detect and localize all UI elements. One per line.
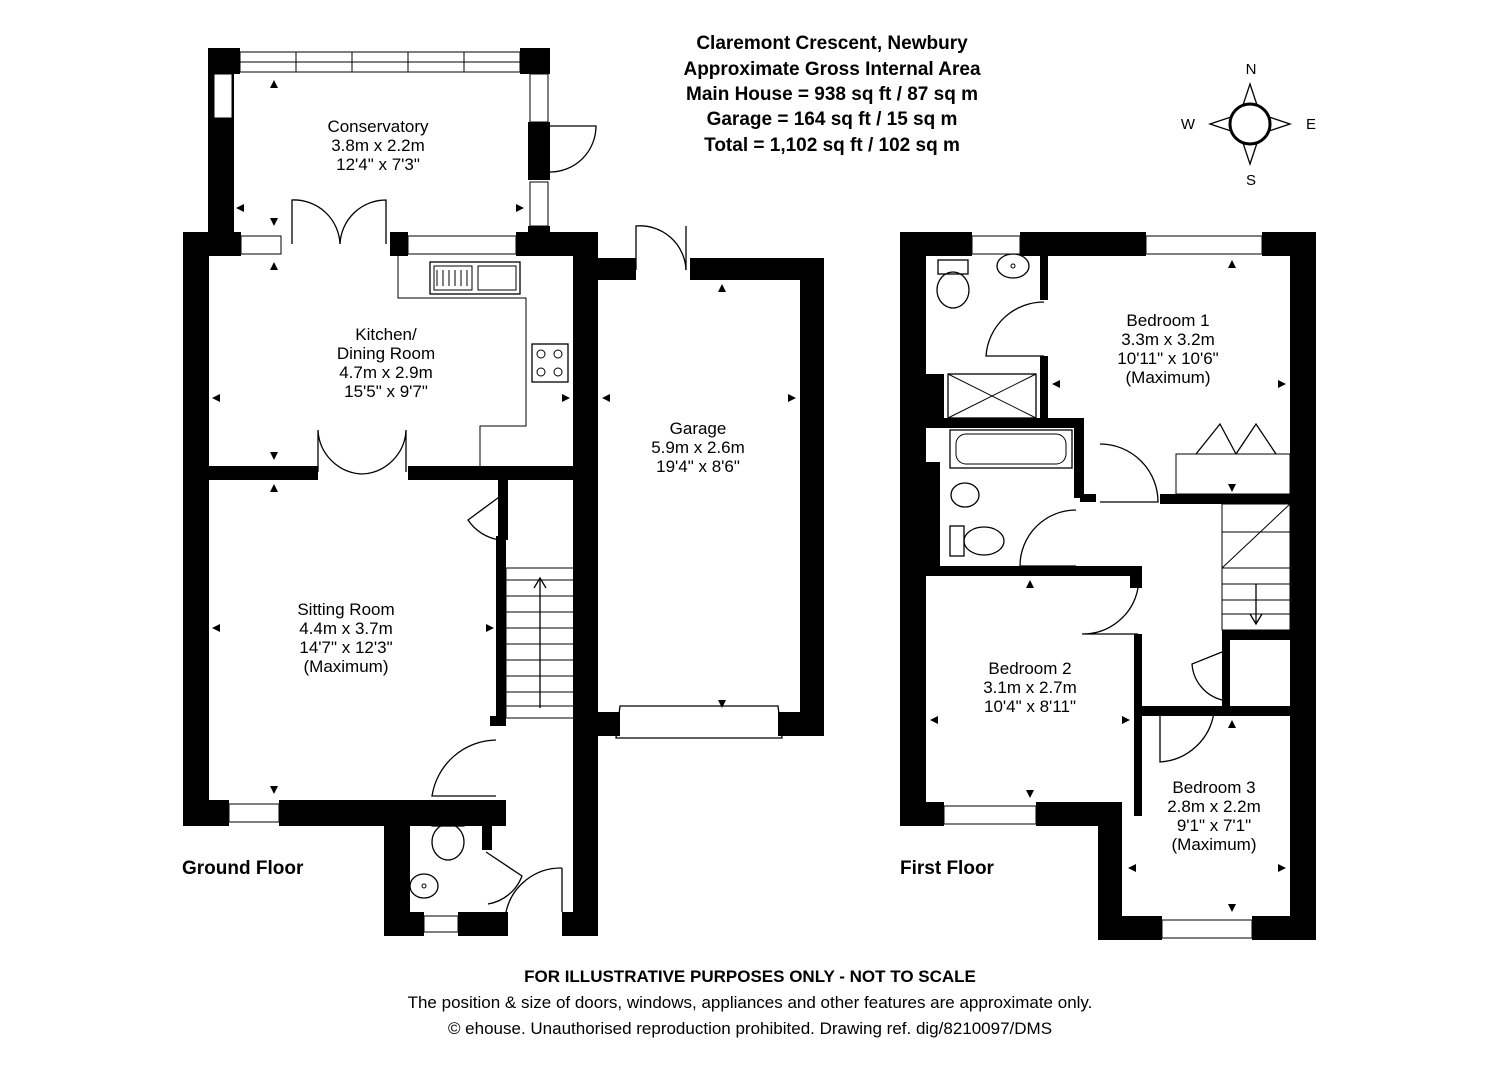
copyright-line: © ehouse. Unauthorised reproduction proh… [448, 1019, 1052, 1038]
room-note: (Maximum) [1172, 835, 1257, 854]
room-metric: 3.1m x 2.7m [983, 678, 1077, 697]
room-name-2: Dining Room [337, 344, 435, 363]
compass-east: E [1306, 116, 1316, 133]
room-name: Conservatory [327, 117, 429, 136]
main-house-area: Main House = 938 sq ft / 87 sq m [686, 84, 978, 105]
room-conservatory: Conservatory 3.8m x 2.2m 12'4" x 7'3" [327, 117, 429, 174]
room-metric: 3.8m x 2.2m [331, 136, 425, 155]
first-floor-plan [900, 232, 1316, 940]
room-metric: 5.9m x 2.6m [651, 438, 745, 457]
first-floor-label: First Floor [900, 858, 995, 879]
header-block: Claremont Crescent, Newbury Approximate … [683, 33, 980, 156]
room-imperial: 9'1" x 7'1" [1177, 816, 1251, 835]
room-metric: 4.7m x 2.9m [339, 363, 433, 382]
room-metric: 3.3m x 3.2m [1121, 330, 1215, 349]
room-note: (Maximum) [304, 657, 389, 676]
ground-floor-plan [183, 48, 824, 936]
room-garage: Garage 5.9m x 2.6m 19'4" x 8'6" [651, 419, 745, 476]
total-area: Total = 1,102 sq ft / 102 sq m [704, 135, 960, 156]
room-name: Garage [670, 419, 727, 438]
room-sitting: Sitting Room 4.4m x 3.7m 14'7" x 12'3" (… [297, 600, 394, 676]
room-kitchen: Kitchen/ Dining Room 4.7m x 2.9m 15'5" x… [337, 325, 435, 401]
garage-area: Garage = 164 sq ft / 15 sq m [707, 109, 958, 130]
room-imperial: 19'4" x 8'6" [656, 457, 740, 476]
area-heading: Approximate Gross Internal Area [683, 59, 980, 80]
property-title: Claremont Crescent, Newbury [696, 33, 968, 54]
room-bedroom-2: Bedroom 2 3.1m x 2.7m 10'4" x 8'11" [983, 659, 1077, 716]
room-imperial: 10'11" x 10'6" [1117, 349, 1218, 368]
room-metric: 2.8m x 2.2m [1167, 797, 1261, 816]
room-name: Bedroom 3 [1172, 778, 1255, 797]
room-imperial: 14'7" x 12'3" [299, 638, 392, 657]
ground-floor-label: Ground Floor [182, 858, 304, 879]
disclaimer-line: The position & size of doors, windows, a… [408, 993, 1093, 1012]
footer: FOR ILLUSTRATIVE PURPOSES ONLY - NOT TO … [408, 967, 1093, 1038]
compass-west: W [1181, 116, 1196, 133]
room-bedroom-3: Bedroom 3 2.8m x 2.2m 9'1" x 7'1" (Maxim… [1167, 778, 1261, 854]
disclaimer-heading: FOR ILLUSTRATIVE PURPOSES ONLY - NOT TO … [524, 967, 976, 986]
compass-north: N [1246, 61, 1257, 78]
dimension-markers [212, 80, 1286, 912]
room-note: (Maximum) [1126, 368, 1211, 387]
compass-icon: N E S W [1181, 61, 1316, 189]
room-imperial: 10'4" x 8'11" [984, 697, 1076, 716]
room-name: Bedroom 1 [1126, 311, 1209, 330]
room-name: Bedroom 2 [988, 659, 1071, 678]
room-metric: 4.4m x 3.7m [299, 619, 393, 638]
room-name: Kitchen/ [355, 325, 417, 344]
room-imperial: 12'4" x 7'3" [336, 155, 420, 174]
room-name: Sitting Room [297, 600, 394, 619]
room-bedroom-1: Bedroom 1 3.3m x 3.2m 10'11" x 10'6" (Ma… [1117, 311, 1218, 387]
compass-south: S [1246, 172, 1256, 189]
room-imperial: 15'5" x 9'7" [344, 382, 428, 401]
